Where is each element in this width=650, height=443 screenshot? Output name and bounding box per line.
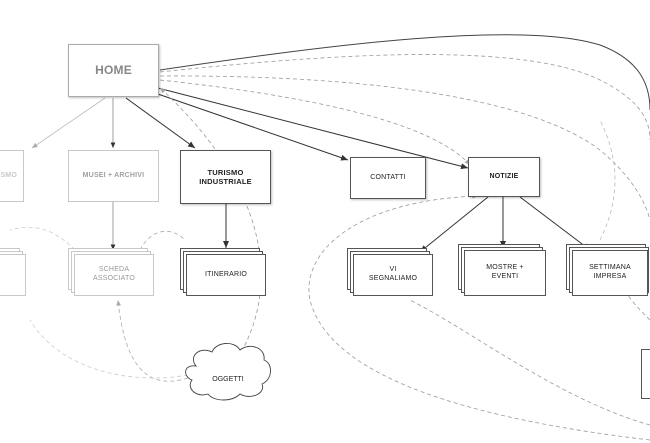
mostre-eventi-node[interactable]: MOSTRE + EVENTI: [464, 250, 546, 296]
contatti-node[interactable]: CONTATTI: [350, 157, 426, 199]
dashed-link-oggetti-left: [29, 319, 189, 379]
arrow-notizie-vi: [419, 196, 489, 253]
dashed-link-oggetti-scheda: [116, 299, 189, 382]
offscreen-node-partial[interactable]: [641, 349, 650, 399]
dashed-link-bottom-right-1: [409, 299, 650, 426]
arrow-home-contatti: [154, 92, 349, 161]
itinerario-node[interactable]: ITINERARIO: [186, 254, 266, 296]
notizie-node[interactable]: NOTIZIE: [468, 157, 540, 197]
home-node[interactable]: HOME: [68, 44, 159, 97]
dashed-link-home-1: [159, 54, 650, 141]
turismo-industriale-node[interactable]: TURISMO INDUSTRIALE: [180, 150, 271, 204]
dashed-link-oggetti-home: [159, 87, 262, 359]
dashed-link-bottom-notizie: [308, 193, 650, 441]
vi-segnaliamo-node[interactable]: VI SEGNALIAMO: [353, 254, 433, 296]
settimana-impresa-node[interactable]: SETTIMANA IMPRESA: [572, 250, 648, 296]
dashed-link-scheda-left: [9, 227, 76, 251]
arrow-home-notizie: [157, 87, 469, 170]
oggetti-cloud-label[interactable]: OGGETTI: [212, 376, 244, 383]
arrow-notizie-settimana: [519, 196, 591, 251]
stack-partial-front[interactable]: [0, 254, 26, 296]
turismo-node-partial[interactable]: TURISMO: [0, 150, 24, 202]
dashed-link-scheda-turismo: [139, 231, 186, 251]
scheda-associato-node[interactable]: SCHEDA ASSOCIATO: [74, 254, 154, 296]
dashed-link-settimana-up: [599, 119, 616, 241]
dashed-link-home-2: [159, 75, 650, 221]
arrow-home-turismo-industriale: [125, 97, 196, 149]
musei-archivi-node[interactable]: MUSEI + ARCHIVI: [68, 150, 159, 202]
arrow-home-turismo: [31, 97, 106, 149]
connector-home-to-offscreen: [159, 34, 650, 111]
oggetti-cloud-shape: [185, 343, 271, 401]
